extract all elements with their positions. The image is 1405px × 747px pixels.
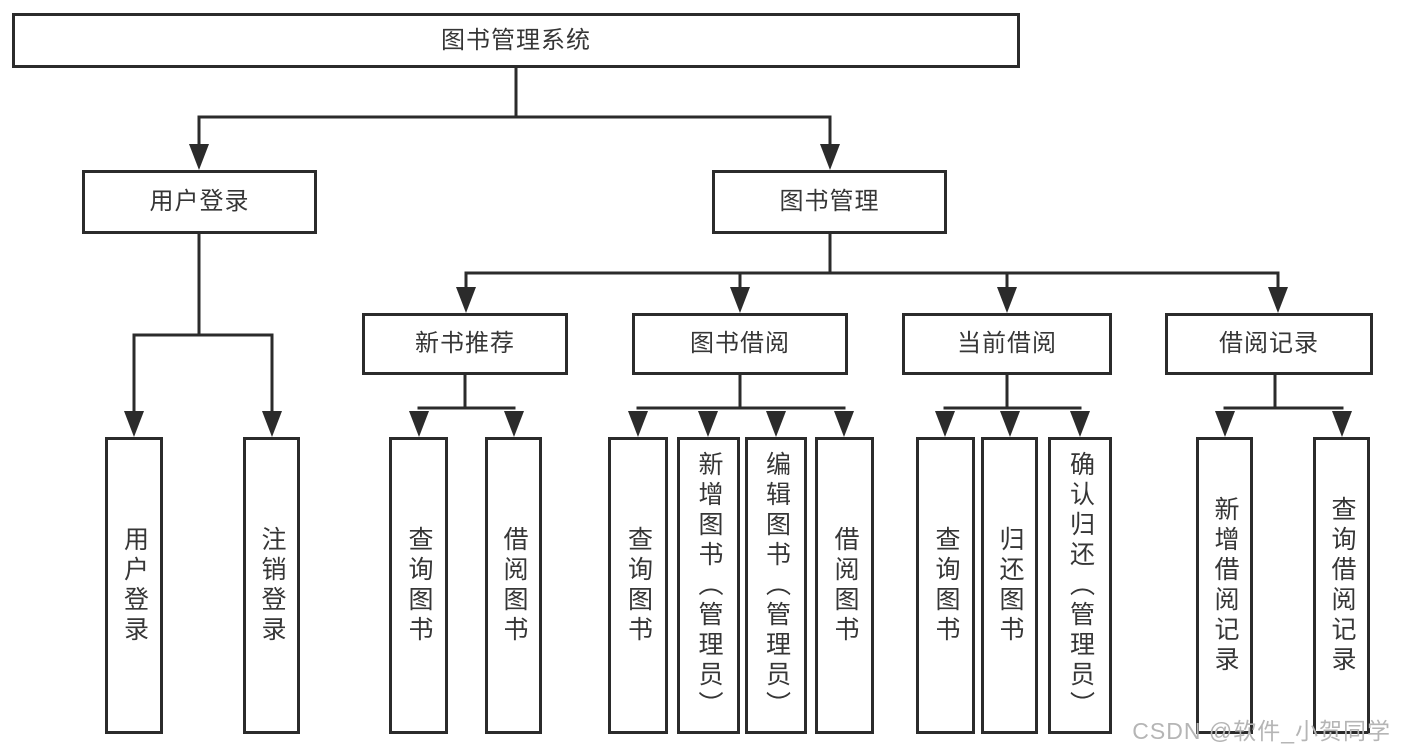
node-user-login-branch: 用户登录 [82,170,317,234]
node-leaf-user-login: 用户登录 [105,437,163,734]
node-book-management-branch: 图书管理 [712,170,947,234]
node-label: 当前借阅 [957,330,1057,357]
node-book-borrowing: 图书借阅 [632,313,848,375]
node-leaf-logout: 注销登录 [243,437,300,734]
node-leaf-add-books-admin: 新增图书（管理员） [677,437,740,734]
node-label: 编辑图书（管理员） [762,450,791,721]
node-label: 用户登录 [120,525,149,646]
node-label: 查询图书 [932,525,960,646]
node-label: 图书借阅 [690,330,790,357]
node-label: 新增借阅记录 [1211,495,1239,676]
node-leaf-borrow-books-recommend: 借阅图书 [485,437,542,734]
node-label: 借阅图书 [500,525,528,646]
node-leaf-borrow-books: 借阅图书 [815,437,874,734]
node-leaf-query-books-recommend: 查询图书 [389,437,448,734]
node-leaf-edit-books-admin: 编辑图书（管理员） [745,437,807,734]
node-leaf-confirm-return-admin: 确认归还（管理员） [1048,437,1112,734]
node-label: 归还图书 [996,525,1024,646]
node-label: 新增图书（管理员） [695,450,723,721]
node-label: 注销登录 [258,525,286,646]
node-label: 确认归还（管理员） [1066,450,1095,721]
node-label: 查询图书 [405,525,433,646]
node-new-book-recommend: 新书推荐 [362,313,568,375]
node-label: 用户登录 [149,188,250,215]
node-leaf-add-borrow-record: 新增借阅记录 [1196,437,1253,734]
node-root-library-system: 图书管理系统 [12,13,1020,68]
node-label: 借阅图书 [831,525,859,646]
node-label: 图书管理系统 [441,26,591,54]
node-borrow-records: 借阅记录 [1165,313,1373,375]
node-leaf-query-books-borrowing: 查询图书 [608,437,668,734]
node-leaf-query-borrow-record: 查询借阅记录 [1313,437,1370,734]
node-label: 借阅记录 [1219,330,1319,357]
node-current-borrowing: 当前借阅 [902,313,1112,375]
node-label: 查询借阅记录 [1328,495,1356,676]
node-label: 图书管理 [779,188,880,215]
node-label: 新书推荐 [415,330,515,357]
csdn-watermark: CSDN @软件_小贺同学 [1132,718,1391,744]
node-label: 查询图书 [624,525,653,646]
node-leaf-query-books-current: 查询图书 [916,437,975,734]
node-leaf-return-books: 归还图书 [981,437,1038,734]
